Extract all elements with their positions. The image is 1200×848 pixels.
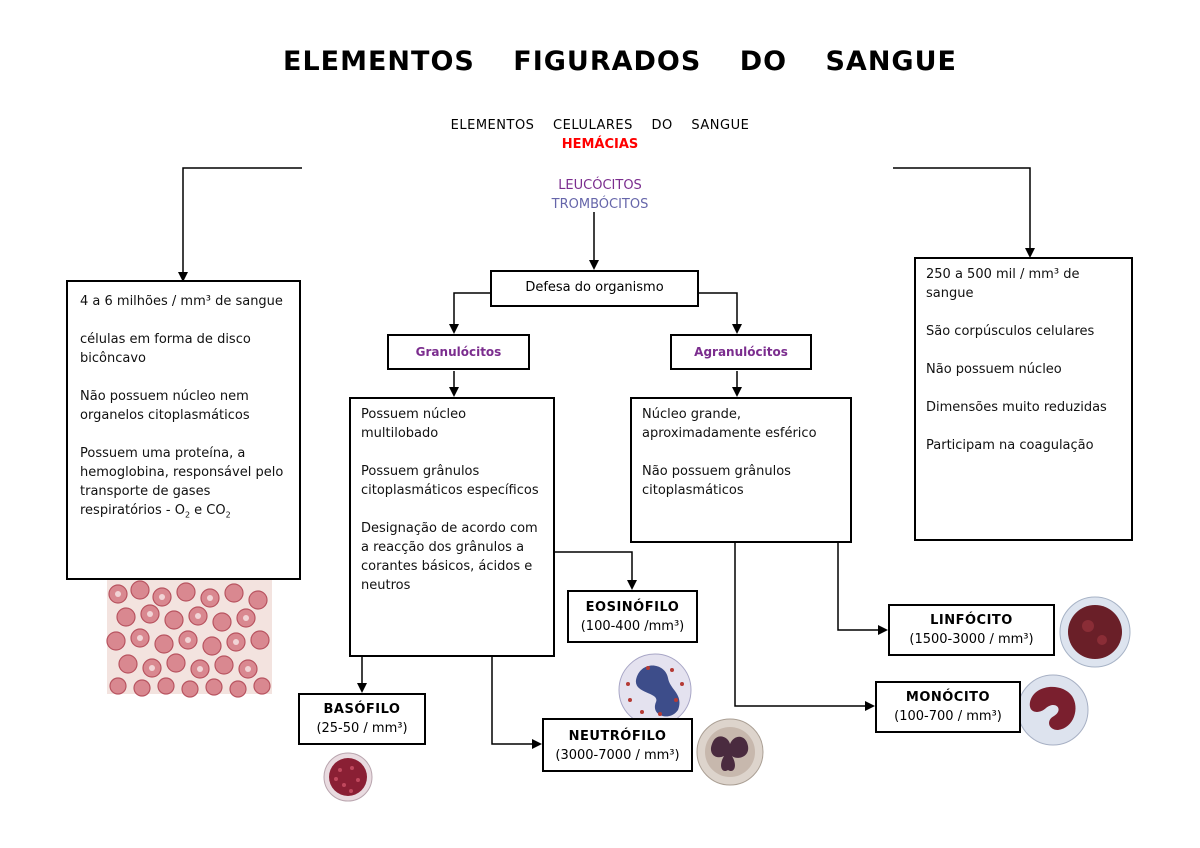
trombocitos-box: 250 a 500 mil / mm³ de sangue São corpús… [914,257,1133,541]
trombocitos-line-2: São corpúsculos celulares [926,324,1095,339]
agranulocitos-box: Agranulócitos [670,334,812,370]
arrow-to-hemacias [178,167,302,282]
eosinofilo-box: EOSINÓFILO (100-400 /mm³) [567,590,698,643]
defesa-box: Defesa do organismo [490,270,699,307]
linfocito-image [1059,596,1131,668]
trombocitos-line-4: Dimensões muito reduzidas [926,400,1107,415]
agranulocitos-line-1: Núcleo grande, aproximadamente esférico [642,407,817,441]
arrow-to-trombocitos [893,167,1035,258]
label-leucocitos: LEUCÓCITOS [558,178,642,193]
eosinofilo-image [618,653,692,727]
arrow-to-neutrofilo [491,657,542,749]
basofilo-count: (25-50 / mm³) [316,721,408,736]
agranulocitos-label: Agranulócitos [694,345,788,359]
linfocito-box: LINFÓCITO (1500-3000 / mm³) [888,604,1055,656]
granulocitos-desc-box: Possuem núcleo multilobado Possuem grânu… [349,397,555,657]
hemacias-photo [106,580,272,698]
granulocitos-box: Granulócitos [387,334,530,370]
neutrofilo-count: (3000-7000 / mm³) [555,748,680,763]
arrow-to-linfocito [837,543,888,635]
arrow-to-eosinofilo [555,551,637,590]
label-hemacias: HEMÁCIAS [561,137,639,152]
hemacias-nucleus: Não possuem núcleo nem organelos citopla… [80,389,250,423]
basofilo-image [323,752,373,802]
granulocitos-line-3: Designação de acordo com a reacção dos g… [361,521,538,593]
monocito-count: (100-700 / mm³) [894,709,1002,724]
label-trombocitos: TROMBÓCITOS [551,197,649,212]
trombocitos-line-3: Não possuem núcleo [926,362,1062,377]
eosinofilo-count: (100-400 /mm³) [580,619,685,634]
trombocitos-line-1: 250 a 500 mil / mm³ de sangue [926,267,1080,301]
hemacias-count: 4 a 6 milhões / mm³ de sangue [80,294,283,309]
agranulocitos-line-2: Não possuem grânulos citoplasmáticos [642,464,791,498]
subtitle: ELEMENTOS CELULARES DO SANGUE [450,118,750,133]
neutrofilo-name: NEUTRÓFILO [568,729,667,744]
hemacias-shape: células em forma de disco bicôncavo [80,332,251,366]
arrow-to-granulocitos [449,292,490,334]
neutrofilo-image [696,718,764,786]
defesa-label: Defesa do organismo [525,280,664,295]
monocito-image [1017,674,1089,746]
granulocitos-line-2: Possuem grânulos citoplasmáticos específ… [361,464,539,498]
arrow-to-agranulocitos [699,292,742,334]
trombocitos-line-5: Participam na coagulação [926,438,1094,453]
neutrofilo-box: NEUTRÓFILO (3000-7000 / mm³) [542,718,693,772]
linfocito-count: (1500-3000 / mm³) [909,632,1034,647]
arrow-to-monocito [734,543,875,711]
hemacias-hemoglobin: Possuem uma proteína, a hemoglobina, res… [80,446,284,520]
granulocitos-line-1: Possuem núcleo multilobado [361,407,467,441]
hemacias-box: 4 a 6 milhões / mm³ de sangue células em… [66,280,301,580]
granulocitos-label: Granulócitos [415,345,502,359]
eosinofilo-name: EOSINÓFILO [585,600,680,615]
agranulocitos-desc-box: Núcleo grande, aproximadamente esférico … [630,397,852,543]
basofilo-box: BASÓFILO (25-50 / mm³) [298,693,426,745]
linfocito-name: LINFÓCITO [930,613,1013,628]
page-title: ELEMENTOS FIGURADOS DO SANGUE [283,46,957,77]
monocito-box: MONÓCITO (100-700 / mm³) [875,681,1021,733]
basofilo-name: BASÓFILO [323,702,401,717]
monocito-name: MONÓCITO [905,690,991,705]
